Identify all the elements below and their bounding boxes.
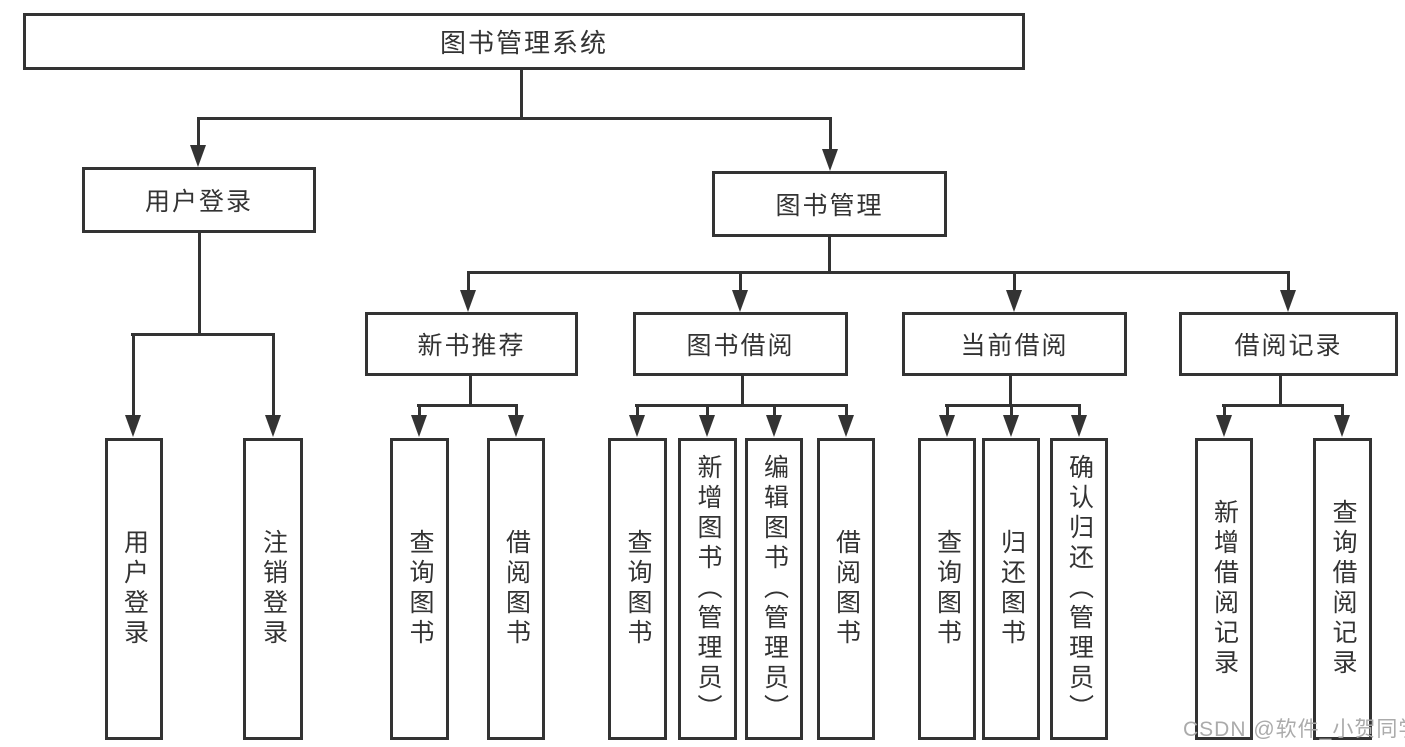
edge-book-borrow-split (635, 404, 848, 407)
node-book-borrowing: 图书借阅 (633, 312, 848, 376)
node-label: 图书管理 (775, 192, 884, 220)
node-label: 确认归还（管理员） (1065, 454, 1094, 724)
arrow-down-to-bb-query-icon (629, 404, 645, 437)
edge-book-borrow-stem (740, 376, 744, 407)
csdn-watermark: CSDN @软件_小贺同学 (1183, 718, 1405, 741)
arrow-down-to-bb-add-icon (699, 404, 715, 437)
arrow-down-to-rec-query-icon (411, 404, 427, 437)
node-label: 注销登录 (259, 529, 288, 649)
arrow-down-to-borrow-records-icon (1280, 271, 1296, 312)
arrow-down-to-bb-edit-icon (766, 404, 782, 437)
node-label: 查询图书 (406, 529, 434, 649)
arrow-down-to-cb-query-icon (939, 404, 955, 437)
edge-borrow-records-split (1222, 404, 1344, 407)
node-user-login: 用户登录 (82, 167, 316, 233)
edge-root-split (197, 117, 832, 120)
node-label: 新增借阅记录 (1210, 499, 1239, 679)
leaf-user-login: 用户登录 (105, 438, 163, 740)
node-label: 借阅图书 (832, 529, 861, 649)
arrow-down-to-br-add-icon (1216, 404, 1232, 437)
leaf-borrowing-borrow-books: 借阅图书 (817, 438, 875, 740)
node-library-system: 图书管理系统 (23, 13, 1025, 70)
node-current-borrowing: 当前借阅 (902, 312, 1127, 376)
node-label: 用户登录 (144, 188, 253, 216)
leaf-recommend-borrow-books: 借阅图书 (487, 438, 545, 740)
node-label: 查询借阅记录 (1329, 499, 1357, 679)
arrow-down-to-book-mgmt-icon (822, 117, 838, 171)
edge-new-book-rec-split (417, 404, 518, 407)
leaf-current-query-books: 查询图书 (918, 438, 976, 740)
arrow-down-to-br-query-icon (1334, 404, 1350, 437)
arrow-down-to-rec-borrow-icon (508, 404, 524, 437)
edge-user-login-stem (197, 233, 201, 336)
arrow-down-to-cb-confirm-icon (1071, 404, 1087, 437)
node-label: 图书借阅 (686, 332, 795, 360)
edge-user-login-split (131, 333, 275, 336)
node-book-management: 图书管理 (712, 171, 947, 237)
edge-current-borrow-stem (1008, 375, 1012, 407)
leaf-borrowing-edit-books-admin: 编辑图书（管理员） (745, 438, 803, 740)
arrow-down-to-current-borrow-icon (1006, 271, 1022, 312)
edge-borrow-records-stem (1278, 376, 1282, 407)
arrow-down-to-bb-borrow-icon (838, 404, 854, 437)
node-borrowing-records: 借阅记录 (1179, 312, 1398, 376)
arrow-down-to-user-login-icon (190, 117, 206, 167)
node-label: 借阅图书 (502, 529, 531, 649)
leaf-logout: 注销登录 (243, 438, 303, 740)
leaf-current-return-books: 归还图书 (982, 438, 1040, 740)
node-label: 新增图书（管理员） (694, 454, 722, 724)
edge-new-book-rec-stem (468, 376, 472, 407)
node-label: 借阅记录 (1234, 332, 1343, 360)
node-label: 查询图书 (933, 529, 962, 649)
leaf-records-query-record: 查询借阅记录 (1313, 438, 1372, 740)
leaf-records-add-record: 新增借阅记录 (1195, 438, 1253, 740)
edge-current-borrow-split (945, 404, 1081, 407)
node-label: 编辑图书（管理员） (760, 454, 789, 724)
node-label: 用户登录 (120, 529, 149, 649)
arrow-down-to-login-leaf-icon (125, 333, 141, 437)
leaf-current-confirm-return-admin: 确认归还（管理员） (1050, 438, 1108, 740)
node-new-book-recommend: 新书推荐 (365, 312, 578, 376)
leaf-recommend-query-books: 查询图书 (390, 438, 449, 740)
node-label: 查询图书 (624, 529, 652, 649)
node-label: 新书推荐 (417, 332, 526, 360)
node-label: 归还图书 (997, 529, 1026, 649)
arrow-down-to-logout-leaf-icon (265, 333, 281, 437)
edge-root-stem (519, 70, 523, 118)
edge-book-mgmt-split (467, 271, 1290, 274)
arrow-down-to-cb-return-icon (1003, 404, 1019, 437)
leaf-borrowing-add-books-admin: 新增图书（管理员） (678, 438, 737, 740)
leaf-borrowing-query-books: 查询图书 (608, 438, 667, 740)
edge-book-mgmt-stem (827, 237, 831, 274)
node-label: 图书管理系统 (439, 28, 608, 58)
node-label: 当前借阅 (960, 332, 1069, 360)
arrow-down-to-new-book-rec-icon (460, 271, 476, 312)
arrow-down-to-book-borrow-icon (732, 271, 748, 312)
